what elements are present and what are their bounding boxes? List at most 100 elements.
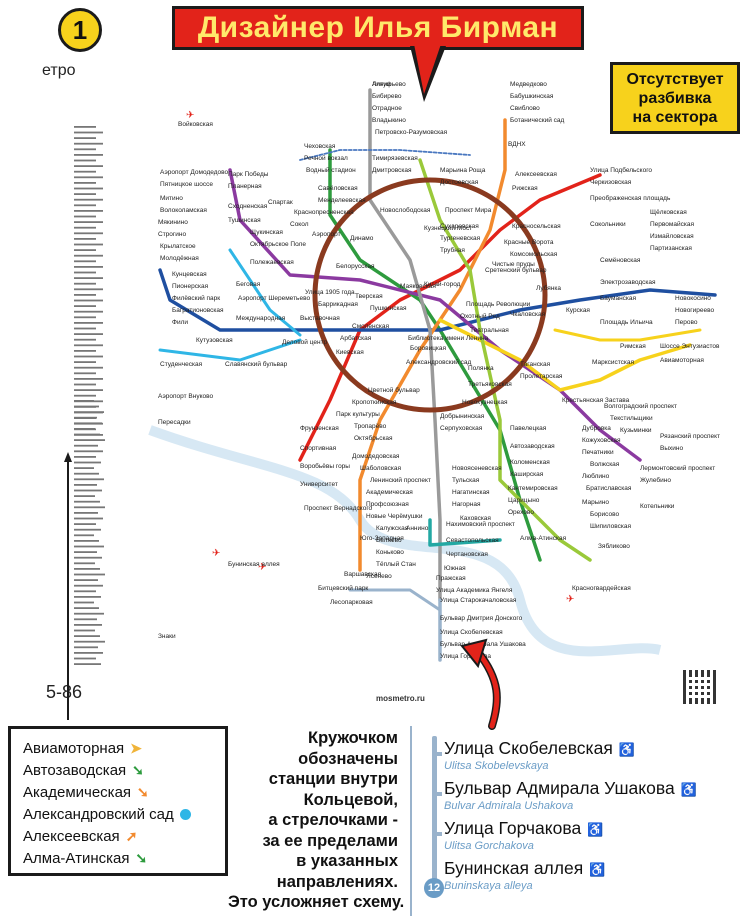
station-label: Волжская: [590, 461, 620, 468]
station-label: Алексеевская: [515, 171, 557, 178]
station-label: Аннино: [406, 525, 429, 532]
airport-markers: ✈ ✈ ✈ ✈: [186, 110, 574, 605]
station-label: Чеховская: [304, 143, 336, 150]
station-label: Площадь Ильича: [600, 319, 653, 326]
station-label: Котельники: [640, 503, 675, 510]
station-list-item: Алма-Атинская➘: [23, 847, 215, 869]
station-label: Крылатское: [160, 243, 196, 250]
station-label: Марксистская: [592, 359, 635, 366]
station-label: Калужская: [376, 525, 409, 532]
station-label: Международная: [236, 315, 286, 322]
station-label: Дмитровская: [372, 167, 412, 174]
station-label: Новогиреево: [675, 307, 715, 314]
station-label: Сокол: [290, 221, 309, 228]
station-label: Улица Горчакова: [440, 653, 491, 660]
station-label: Свиблово: [510, 104, 540, 112]
station-label: Курская: [566, 307, 590, 314]
station-transliteration: Ulitsa Skobelevskaya: [444, 760, 549, 772]
station-label: Пролетарская: [520, 373, 563, 380]
station-label: Коломенская: [510, 459, 550, 466]
station-label: Охотный Ряд: [460, 312, 500, 320]
station-label: Беговая: [236, 281, 261, 288]
direction-arrow-icon: ➚: [125, 827, 138, 844]
station-label: Библиотека имени Ленина: [408, 334, 489, 342]
station-label: Смоленская: [352, 323, 389, 330]
station-label: Кутузовская: [196, 337, 233, 344]
station-list-label: Александровский сад: [23, 805, 174, 823]
station-label: Авиамоторная: [660, 357, 704, 364]
station-label: Южная: [444, 565, 466, 572]
station-label: Печатники: [582, 449, 614, 456]
station-label: Трубная: [440, 246, 465, 254]
station-label: Аэропорт: [312, 231, 341, 238]
station-label: Таганская: [520, 361, 551, 368]
station-label: Боровицкая: [410, 345, 447, 352]
station-list-label: Автозаводская: [23, 761, 127, 779]
station-label: Студенческая: [160, 361, 203, 368]
station-list-label: Алма-Атинская: [23, 849, 130, 867]
station-name: Улица Горчакова: [444, 818, 582, 838]
station-label: Преображенская площадь: [590, 194, 671, 202]
station-list-panel: Авиамоторная➤Автозаводская➘Академическая…: [8, 726, 228, 876]
station-label: Текстильщики: [610, 415, 653, 422]
station-label: Аэропорт Шереметьево: [238, 295, 310, 302]
station-list-label: Алексеевская: [23, 827, 120, 845]
station-label: Автозаводская: [510, 443, 555, 450]
station-label: Тульская: [452, 477, 480, 484]
station-label: Петровско-Разумовская: [375, 129, 448, 136]
station-label: Фрунзенская: [300, 425, 339, 432]
station-label: Достоевская: [440, 179, 479, 186]
station-label: Сходненская: [228, 203, 268, 210]
station-label: Зябликово: [598, 542, 630, 550]
station-transliteration: Bulvar Admirala Ushakova: [444, 800, 574, 812]
station-label: Алма-Атинская: [520, 535, 567, 542]
station-label: Комсомольская: [510, 251, 558, 258]
station-label: Щёлковская: [650, 209, 687, 216]
station-label: Шоссе Энтузиастов: [660, 343, 720, 350]
station-label: Битцевский парк: [318, 584, 368, 592]
station-label: Мякинино: [158, 219, 188, 226]
caption-line: станции внутри: [268, 770, 398, 788]
caption-line: Это усложняет схему.: [228, 893, 405, 911]
station-label: Славянский бульвар: [225, 360, 288, 368]
station-label: Владыкино: [372, 117, 406, 124]
station-label: Беляево: [376, 537, 402, 544]
direction-arrow-icon: ➤: [130, 739, 142, 756]
station-label: Семёновская: [600, 257, 641, 264]
station-transliteration: Buninskaya alleya: [444, 880, 533, 892]
station-label: Кропоткинская: [352, 399, 397, 406]
station-label: Нагатинская: [452, 489, 490, 496]
accessible-icon: ♿: [618, 742, 635, 757]
station-label: Юго-Западная: [360, 535, 404, 542]
station-label: Улица Академика Янгеля: [436, 587, 513, 594]
svg-text:✈: ✈: [258, 562, 266, 573]
station-label: Октябрьское Поле: [250, 240, 306, 248]
station-list-item: Александровский сад: [23, 803, 215, 825]
station-label: Ленинский проспект: [370, 476, 431, 484]
station-name: Бунинская аллея: [444, 858, 584, 878]
station-label: Улица Скобелевская: [440, 628, 503, 636]
station-label: Рижская: [512, 185, 538, 192]
note-line: разбивка: [638, 89, 712, 107]
station-label: Филёвский парк: [172, 294, 220, 302]
station-label: Сретенский бульвар: [485, 266, 547, 274]
station-label: Электрозаводская: [600, 279, 656, 286]
station-label: Баррикадная: [318, 301, 358, 308]
station-label: Краснопресненская: [294, 209, 354, 216]
station-label: Новокосино: [675, 295, 711, 302]
station-label: Новокузнецкая: [462, 399, 508, 406]
station-label: Серпуховская: [440, 425, 483, 432]
station-label: Университет: [300, 481, 338, 488]
station-label: Шаболовская: [360, 464, 401, 472]
station-label: Отрадное: [372, 105, 402, 112]
station-label: Дубровка: [582, 424, 611, 432]
station-list-label: Академическая: [23, 783, 132, 801]
direction-arrow-icon: ➘: [132, 761, 144, 778]
station-label: Жулебино: [640, 476, 671, 484]
station-label: Нагорная: [452, 501, 481, 508]
years-fragment-text: 5-86: [46, 682, 83, 702]
title-callout-tail-fill: [414, 44, 441, 94]
note-callout: Отсутствует разбивка на сектора: [610, 62, 740, 134]
